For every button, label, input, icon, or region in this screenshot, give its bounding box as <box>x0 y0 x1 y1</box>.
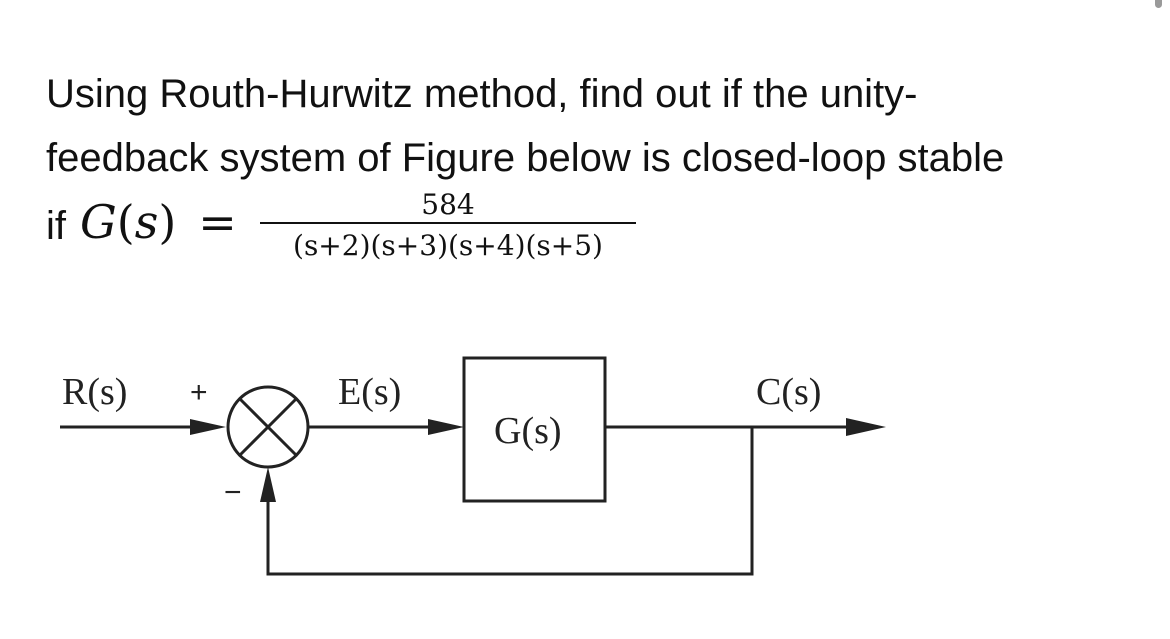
lhs-close-paren: ) <box>158 195 177 249</box>
feedback-path <box>266 427 754 576</box>
output-arrowhead <box>846 418 886 436</box>
question-text: Using Routh-Hurwitz method, find out if … <box>46 62 1126 190</box>
if-word: if <box>46 204 66 248</box>
input-arrowhead <box>190 419 226 435</box>
error-label: E(s) <box>338 371 401 413</box>
feedback-arrowhead <box>260 467 276 502</box>
summing-junction <box>226 385 310 469</box>
error-arrowhead <box>428 419 464 435</box>
formula-lhs: G(s) = <box>80 192 237 252</box>
fraction-numerator: 584 <box>421 188 475 221</box>
lhs-func: G <box>80 195 117 249</box>
output-label: C(s) <box>756 371 821 413</box>
block-label: G(s) <box>494 410 562 452</box>
g-block <box>462 356 607 503</box>
block-diagram: R(s) + − E(s) G(s) C(s) <box>60 356 886 576</box>
equals-sign: = <box>198 195 237 249</box>
fraction-bar <box>260 222 636 224</box>
question-line-2: feedback system of Figure below is close… <box>46 136 1005 180</box>
lhs-open-paren: ( <box>116 195 135 249</box>
transfer-function-formula: if G(s) = 584 (s+2)(s+3)(s+4)(s+5) <box>46 188 746 278</box>
question-line-1: Using Routh-Hurwitz method, find out if … <box>46 72 918 116</box>
scrollbar-indicator[interactable] <box>1155 0 1162 8</box>
lhs-var: s <box>134 195 159 249</box>
fraction: 584 (s+2)(s+3)(s+4)(s+5) <box>260 188 636 266</box>
minus-sign: − <box>224 476 242 509</box>
fraction-denominator: (s+2)(s+3)(s+4)(s+5) <box>293 229 603 262</box>
input-label: R(s) <box>62 371 127 413</box>
plus-sign: + <box>190 376 208 409</box>
